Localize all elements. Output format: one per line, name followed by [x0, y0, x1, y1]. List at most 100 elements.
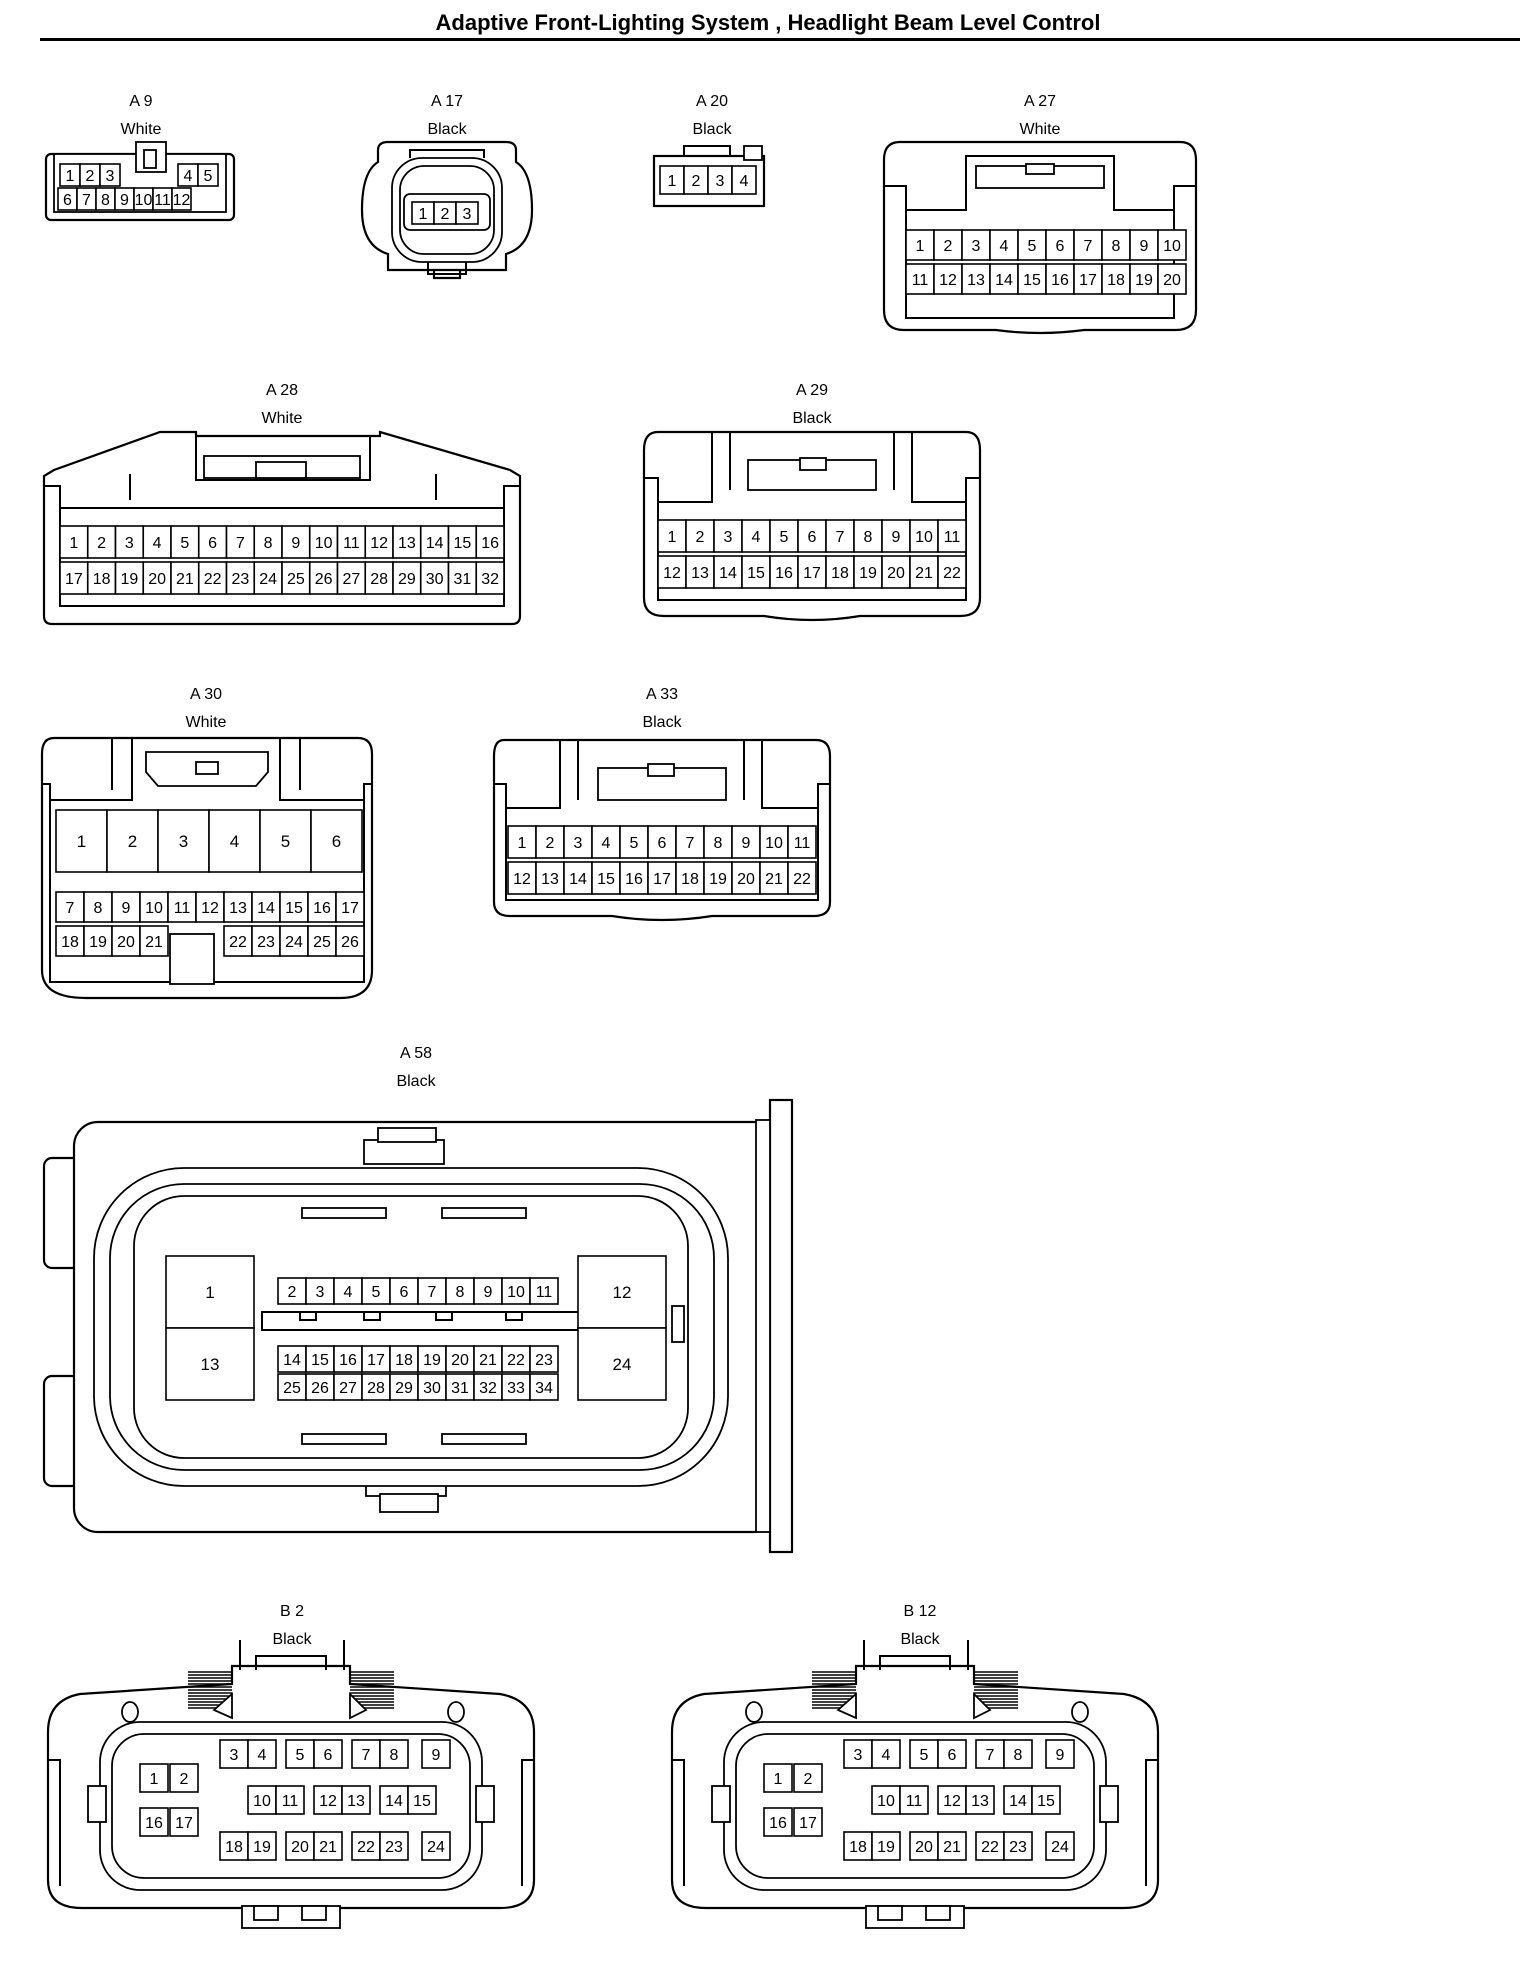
pin-box — [59, 561, 89, 595]
pin-cell: 4 — [247, 1739, 277, 1769]
pin-cell: 3 — [305, 1277, 335, 1305]
pin-box — [308, 561, 339, 595]
connector-color: Black — [272, 1631, 312, 1648]
pin-box — [989, 263, 1019, 295]
pin-number: 10 — [135, 192, 153, 209]
pin-number: 9 — [120, 192, 129, 209]
pin-cell: 21 — [759, 861, 789, 895]
pin-cell: 17 — [169, 1807, 199, 1837]
pin-number: 19 — [253, 1839, 271, 1856]
pin-cell: 17 — [647, 861, 677, 895]
pin-number: 3 — [316, 1284, 325, 1301]
pin-number: 23 — [1009, 1839, 1027, 1856]
pin-box — [871, 1739, 901, 1769]
pin-number: 22 — [204, 571, 222, 588]
pin-box — [843, 1739, 873, 1769]
pin-number: 21 — [765, 871, 783, 888]
pin-number: 11 — [154, 192, 171, 209]
pin-number: 25 — [287, 571, 305, 588]
pin-number: 2 — [804, 1771, 813, 1788]
pin-cell: 10 — [308, 525, 339, 559]
pin-box — [351, 1739, 381, 1769]
pin-box — [1003, 1831, 1033, 1861]
pin-box — [473, 1345, 503, 1373]
connector-color: White — [186, 714, 227, 731]
pin-number: 21 — [943, 1839, 961, 1856]
pin-box — [313, 1739, 343, 1769]
pin-box — [563, 861, 593, 895]
pin-number: 6 — [1056, 238, 1065, 255]
pin-number: 8 — [1014, 1747, 1023, 1764]
pin-box — [797, 519, 827, 553]
pin-box — [336, 525, 367, 559]
pin-box — [114, 561, 145, 595]
pin-cell: 9 — [1045, 1739, 1075, 1769]
pin-number: 21 — [176, 571, 194, 588]
pin-cell: 21 — [909, 555, 939, 589]
pin-number: 24 — [285, 934, 303, 951]
pin-box — [447, 561, 478, 595]
pin-box — [881, 555, 911, 589]
pin-cell: 16 — [763, 1807, 793, 1837]
pin-number: 18 — [849, 1839, 867, 1856]
pin-cell: 12 — [933, 263, 963, 295]
pin-number: 22 — [943, 565, 961, 582]
pin-number: 15 — [597, 871, 615, 888]
pin-number: 29 — [398, 571, 416, 588]
connector-id: A 58 — [400, 1045, 432, 1062]
pin-box — [379, 1739, 409, 1769]
pin-box — [675, 861, 705, 895]
pin-cell: 10 — [501, 1277, 531, 1305]
pin-number: 12 — [201, 900, 219, 917]
pin-number: 26 — [311, 1380, 329, 1397]
pin-number: 2 — [546, 835, 555, 852]
pin-cell: 4 — [731, 165, 757, 195]
pin-number: 18 — [395, 1352, 413, 1369]
pin-cell: 18 — [219, 1831, 249, 1861]
pin-box — [223, 925, 253, 957]
pin-cell: 8 — [95, 187, 116, 211]
pin-cell: 27 — [333, 1373, 363, 1401]
pin-cell: 20 — [909, 1831, 939, 1861]
pin-box — [389, 1373, 419, 1401]
pin-box — [1129, 263, 1159, 295]
pin-cell: 19 — [703, 861, 733, 895]
pin-number: 16 — [769, 1815, 787, 1832]
pin-cell: 17 — [1073, 263, 1103, 295]
pin-box — [421, 1739, 451, 1769]
pin-cell: 3 — [843, 1739, 873, 1769]
pin-number: 5 — [1028, 238, 1037, 255]
pin-number: 3 — [972, 238, 981, 255]
pin-cell: 11 — [899, 1785, 929, 1815]
pin-box — [419, 561, 450, 595]
pin-box — [281, 525, 311, 559]
pin-number: 11 — [912, 272, 929, 289]
pin-cell: 2 — [106, 809, 159, 873]
pin-box — [787, 861, 817, 895]
pin-box — [111, 891, 141, 923]
pin-box — [1101, 229, 1131, 261]
pin-box — [535, 825, 565, 859]
pin-box — [741, 555, 771, 589]
pin-cell: 17 — [59, 561, 89, 595]
pin-box — [313, 1785, 343, 1815]
pin-box — [445, 1373, 475, 1401]
pin-cell: 12 — [577, 1255, 667, 1329]
pin-cell: 16 — [619, 861, 649, 895]
pin-number: 10 — [915, 529, 933, 546]
connector-color: Black — [427, 121, 467, 138]
pin-number: 7 — [362, 1747, 371, 1764]
pin-number: 13 — [691, 565, 709, 582]
pin-number: 20 — [291, 1839, 309, 1856]
pin-cell: 4 — [208, 809, 261, 873]
pin-box — [507, 861, 537, 895]
pin-number: 6 — [324, 1747, 333, 1764]
pin-box — [361, 1345, 391, 1373]
pin-box — [473, 1277, 503, 1305]
pin-number: 24 — [613, 1355, 632, 1374]
pin-cell: 4 — [871, 1739, 901, 1769]
pin-cell: 22 — [351, 1831, 381, 1861]
pin-number: 10 — [507, 1284, 525, 1301]
